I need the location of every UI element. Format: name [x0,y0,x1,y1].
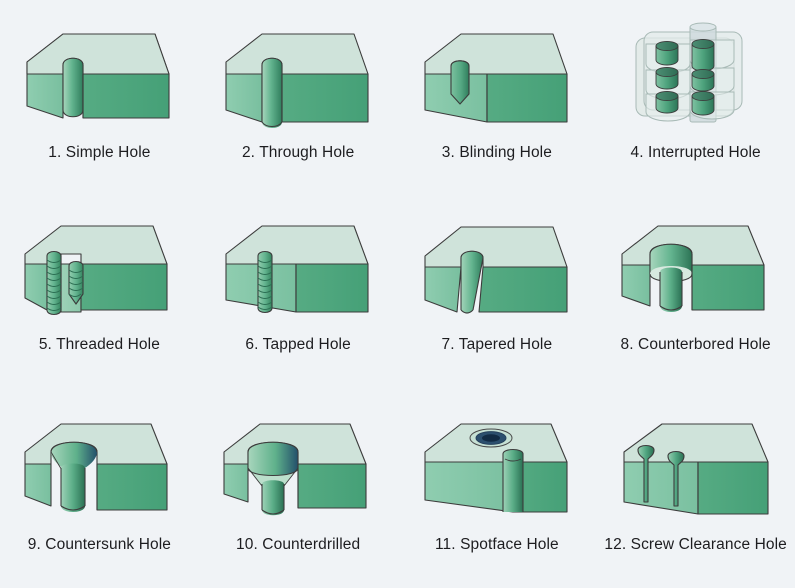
hole-card-counterdrilled-hole[interactable]: 10. Counterdrilled [199,392,398,588]
hole-caption: 3. Blinding Hole [441,144,552,161]
interrupted-hole-illustration [635,22,743,123]
hole-card-blinding-hole[interactable]: 3. Blinding Hole [398,0,597,196]
spotface-hole-illustration [424,423,568,513]
tapered-hole-illustration [424,226,568,314]
hole-card-screw-clearance-hole[interactable]: 12. Screw Clearance Hole [596,392,795,588]
hole-card-counterbored-hole[interactable]: 8. Counterbored Hole [596,196,795,392]
hole-card-through-hole[interactable]: 2. Through Hole [199,0,398,196]
blinding-hole-illustration [424,33,568,123]
screw-clearance-hole-illustration [623,423,769,515]
hole-caption: 1. Simple Hole [48,144,151,161]
through-hole-illustration [225,33,369,128]
hole-caption: 5. Threaded Hole [38,336,160,353]
hole-caption: 8. Counterbored Hole [620,336,771,353]
hole-card-threaded-hole[interactable]: 5. Threaded Hole [0,196,199,392]
hole-caption: 7. Tapered Hole [441,336,553,353]
counterbored-hole-illustration [621,225,765,312]
hole-caption: 6. Tapped Hole [245,336,351,353]
hole-card-tapered-hole[interactable]: 7. Tapered Hole [398,196,597,392]
countersunk-hole-illustration [24,423,168,512]
hole-caption: 12. Screw Clearance Hole [604,536,787,553]
simple-hole-illustration [26,33,170,119]
hole-caption: 9. Countersunk Hole [27,536,171,553]
hole-card-tapped-hole[interactable]: 6. Tapped Hole [199,196,398,392]
hole-card-simple-hole[interactable]: 1. Simple Hole [0,0,199,196]
counterdrilled-hole-illustration [223,423,367,516]
hole-caption: 10. Counterdrilled [236,536,361,553]
hole-caption: 2. Through Hole [241,144,355,161]
hole-card-spotface-hole[interactable]: 11. Spotface Hole [398,392,597,588]
hole-caption: 4. Interrupted Hole [630,144,761,161]
threaded-hole-illustration [24,225,168,316]
tapped-hole-illustration [225,225,369,314]
hole-card-interrupted-hole[interactable]: 4. Interrupted Hole [596,0,795,196]
hole-card-countersunk-hole[interactable]: 9. Countersunk Hole [0,392,199,588]
hole-caption: 11. Spotface Hole [434,536,559,553]
